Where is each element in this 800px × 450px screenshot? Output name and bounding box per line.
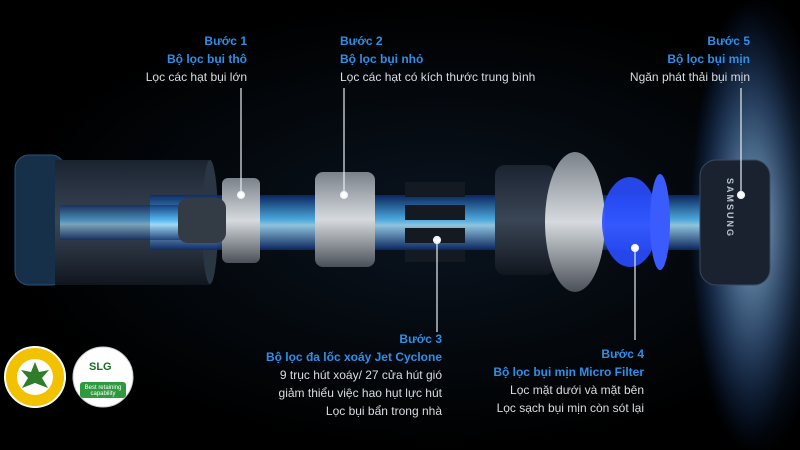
step-3-callout: Bước 3 Bộ lọc đa lốc xoáy Jet Cyclone 9 … (266, 330, 442, 420)
step-4-callout: Bước 4 Bộ lọc bụi mịn Micro Filter Lọc m… (493, 345, 644, 417)
step-label: Bước 1 (204, 34, 247, 48)
callout-pointers (236, 88, 746, 340)
cyclone-housing (495, 165, 555, 275)
step-1-callout: Bước 1 Bộ lọc bụi thô Lọc các hạt bụi lớ… (146, 32, 247, 86)
step-title: Bộ lọc bụi thô (167, 52, 247, 66)
step-label: Bước 3 (399, 332, 442, 346)
step-desc: Lọc mặt dưới và mặt bên (510, 383, 644, 397)
step-label: Bước 5 (707, 34, 750, 48)
jet-cyclone-filter (405, 182, 465, 262)
step-desc: Lọc sạch bụi mịn còn sót lại (496, 401, 644, 415)
step-title: Bộ lọc bụi mịn (667, 52, 750, 66)
step-title: Bộ lọc bụi nhỏ (340, 52, 424, 66)
step-label: Bước 2 (340, 34, 383, 48)
micro-filter (602, 177, 658, 267)
step-2-callout: Bước 2 Bộ lọc bụi nhỏ Lọc các hạt có kíc… (340, 32, 535, 86)
fine-mesh-filter (315, 172, 375, 267)
step-desc: Lọc bụi bẩn trong nhà (325, 404, 442, 418)
step-desc: Ngăn phát thải bụi mịn (629, 70, 750, 84)
brand-logo: SAMSUNG (725, 178, 735, 239)
step-title: Bộ lọc bụi mịn Micro Filter (493, 365, 644, 379)
step-desc: 9 trục hút xoáy/ 27 cửa hút gió (279, 368, 442, 382)
step-desc: Lọc các hạt có kích thước trung bình (340, 70, 536, 84)
motor-hepa-unit (699, 159, 771, 286)
slg-badge-label: SLG (89, 361, 112, 373)
slg-badge (72, 346, 134, 408)
step-label: Bước 4 (601, 347, 644, 361)
step-5-callout: Bước 5 Bộ lọc bụi mịn Ngăn phát thải bụi… (630, 32, 750, 86)
coarse-filter (222, 178, 260, 263)
allergy-badge (4, 346, 66, 408)
slg-badge-subtext: Best retaining capability (84, 385, 122, 397)
step-desc: giảm thiểu việc hao hụt lực hút (278, 386, 442, 400)
step-title: Bộ lọc đa lốc xoáy Jet Cyclone (265, 350, 442, 364)
step-desc: Lọc các hạt bụi lớn (145, 70, 247, 84)
